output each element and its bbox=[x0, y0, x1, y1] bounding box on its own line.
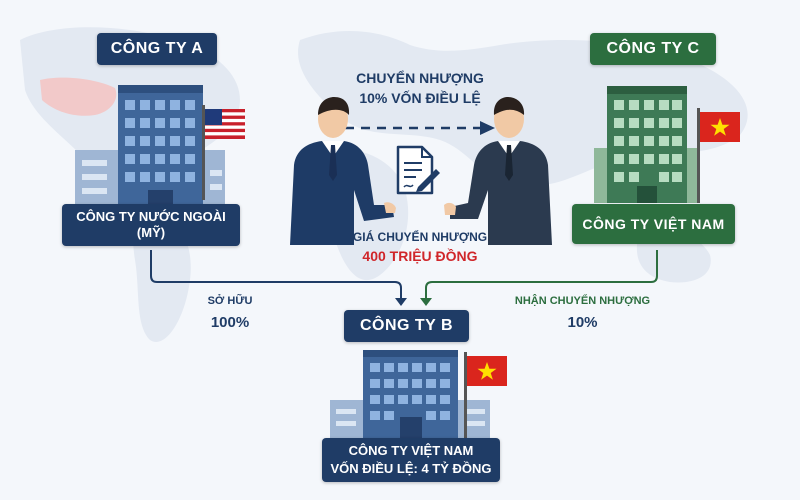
company-a-desc-line2: (MỸ) bbox=[136, 225, 166, 240]
price-value: 400 TRIỆU ĐỒNG bbox=[362, 248, 478, 264]
businessman-right-icon bbox=[444, 97, 552, 245]
company-c-description: CÔNG TY VIỆT NAM bbox=[572, 204, 735, 244]
office-building-c-icon bbox=[594, 86, 699, 203]
company-b-desc-line1: CÔNG TY VIỆT NAM bbox=[348, 443, 474, 458]
company-b-title-text: CÔNG TY B bbox=[359, 317, 454, 334]
ownership-connectors bbox=[150, 250, 658, 306]
transfer-arrow-icon bbox=[345, 121, 495, 135]
company-a-desc-line1: CÔNG TY NƯỚC NGOÀI bbox=[76, 209, 226, 224]
vietnam-flag-b-icon bbox=[464, 352, 507, 440]
company-b-description: CÔNG TY VIỆT NAM VỐN ĐIỀU LỆ: 4 TỶ ĐỒNG bbox=[322, 438, 500, 482]
transfer-line1: CHUYỂN NHƯỢNG bbox=[356, 70, 484, 86]
company-b-title: CÔNG TY B bbox=[344, 310, 469, 342]
ownership-c-value: 10% bbox=[567, 314, 598, 331]
company-c-desc-text: CÔNG TY VIỆT NAM bbox=[582, 216, 725, 232]
vietnam-flag-c-icon bbox=[697, 108, 740, 203]
price-label: GIÁ CHUYỂN NHƯỢNG bbox=[352, 230, 488, 244]
company-c-title-text: CÔNG TY C bbox=[606, 40, 700, 57]
company-b-desc-line2: VỐN ĐIỀU LỆ: 4 TỶ ĐỒNG bbox=[330, 461, 492, 476]
businessman-left-icon bbox=[290, 97, 396, 245]
transfer-label: CHUYỂN NHƯỢNG 10% VỐN ĐIỀU LỆ bbox=[330, 68, 510, 108]
ownership-a-value: 100% bbox=[210, 314, 250, 331]
ownership-c-label: NHẬN CHUYỂN NHƯỢNG bbox=[514, 295, 651, 307]
company-c-title: CÔNG TY C bbox=[590, 33, 716, 65]
company-a-description: CÔNG TY NƯỚC NGOÀI (MỸ) bbox=[62, 204, 240, 246]
contract-document-icon bbox=[396, 145, 440, 195]
office-building-a-icon bbox=[75, 85, 225, 205]
transfer-line2: 10% VỐN ĐIỀU LỆ bbox=[359, 90, 481, 106]
company-a-title-text: CÔNG TY A bbox=[110, 40, 204, 57]
company-a-title: CÔNG TY A bbox=[97, 33, 217, 65]
ownership-a-label: SỞ HỮU bbox=[207, 295, 253, 307]
office-building-b-icon bbox=[330, 350, 490, 440]
usa-flag-icon bbox=[202, 105, 245, 200]
